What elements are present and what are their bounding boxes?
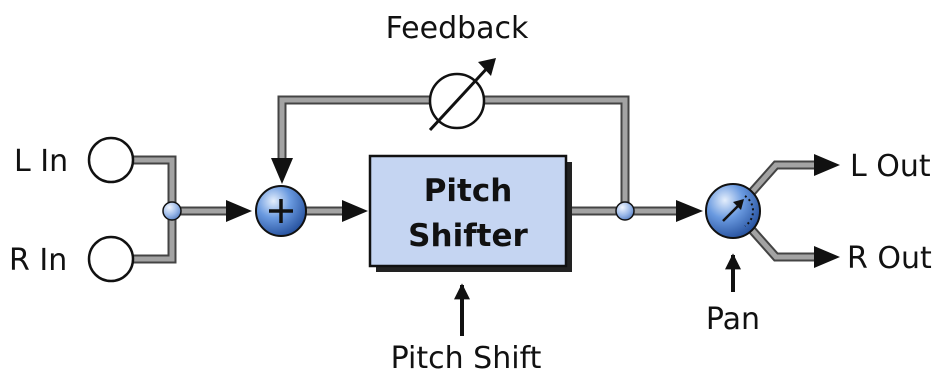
- arrow-r-out: [814, 246, 840, 268]
- variable-control-icon: [428, 58, 496, 132]
- arrow-to-shifter: [342, 200, 368, 222]
- l-in-line: [131, 155, 177, 211]
- pitch-shift-label: Pitch Shift: [391, 341, 542, 376]
- r-in-label: R In: [9, 243, 67, 278]
- arrow-feedback-down: [271, 158, 293, 184]
- l-out-label: L Out: [850, 149, 931, 184]
- feedback-label: Feedback: [386, 11, 529, 46]
- arrow-l-out: [814, 154, 840, 176]
- l-in-jack: [87, 136, 135, 184]
- pan-knob-icon: [722, 195, 754, 227]
- plus-icon: [269, 199, 293, 223]
- pitch-shifter-label-line2: Shifter: [408, 218, 528, 254]
- r-in-jack: [87, 235, 135, 283]
- pan-node: [705, 183, 761, 239]
- input-junction-dot: [162, 201, 182, 221]
- feedback-control: [428, 58, 496, 132]
- pitch-shifter-block: Pitch Shifter: [368, 154, 572, 272]
- pan-label: Pan: [706, 302, 760, 337]
- arrowheads: [226, 154, 840, 268]
- arrow-to-pan: [676, 200, 703, 222]
- r-out-label: R Out: [847, 241, 932, 276]
- arrow-to-sum: [226, 200, 252, 222]
- sum-node: [255, 185, 307, 237]
- control-arrows: [454, 253, 741, 336]
- l-in-label: L In: [14, 144, 68, 179]
- output-junction-dot: [615, 201, 635, 221]
- pitch-shifter-label-line1: Pitch: [424, 173, 513, 209]
